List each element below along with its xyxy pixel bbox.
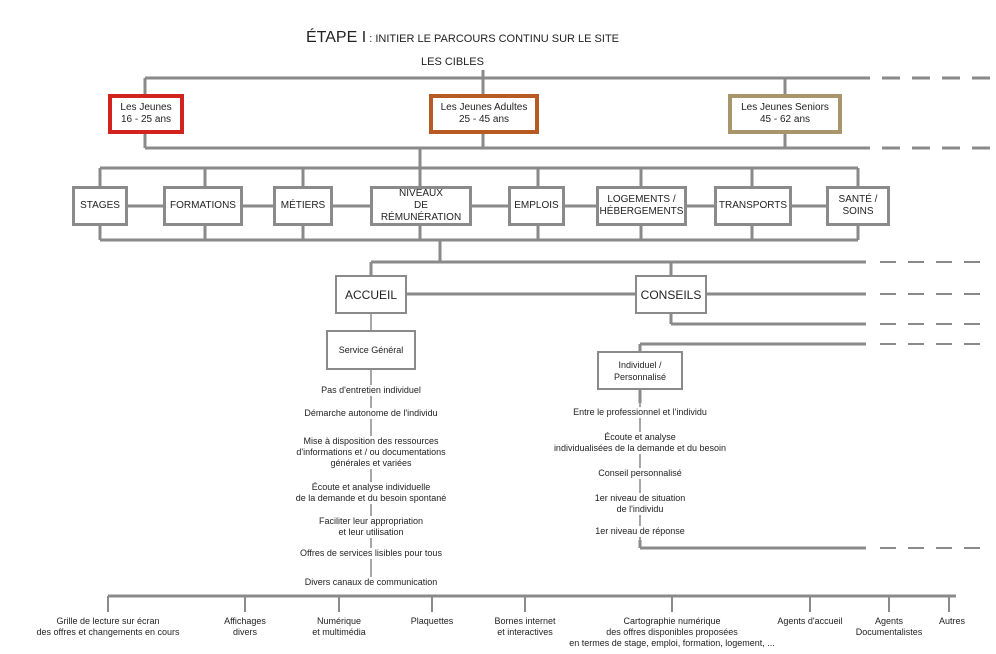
category-transports: TRANSPORTS	[714, 186, 792, 226]
cibles-label: LES CIBLES	[421, 56, 484, 68]
channel-item: Cartographie numérique des offres dispon…	[569, 616, 775, 649]
page-title: ÉTAPE I : INITIER LE PARCOURS CONTINU SU…	[306, 29, 620, 46]
category-logements: LOGEMENTS / HÉBERGEMENTS	[596, 186, 687, 226]
category-stages: STAGES	[72, 186, 128, 226]
accueil-item: Divers canaux de communication	[304, 577, 438, 588]
category-emplois: EMPLOIS	[508, 186, 565, 226]
channel-item: Affichages divers	[224, 616, 266, 638]
category-sante: SANTÉ / SOINS	[826, 186, 890, 226]
category-niveaux-remuneration: NIVEAUX DE RÉMUNÉRATION	[370, 186, 472, 226]
accueil-box: ACCUEIL	[335, 275, 407, 314]
channel-item: Autres	[938, 616, 966, 627]
accueil-item: Écoute et analyse individuelle de la dem…	[295, 482, 447, 504]
accueil-item: Faciliter leur appropriation et leur uti…	[318, 516, 424, 538]
conseils-item: Entre le professionnel et l'individu	[573, 407, 707, 418]
conseils-item: 1er niveau de situation de l'individu	[594, 493, 686, 515]
channel-item: Agents d'accueil	[777, 616, 843, 627]
channel-item: Bornes internet et interactives	[494, 616, 556, 638]
accueil-item: Offres de services lisibles pour tous	[300, 548, 442, 559]
conseils-box: CONSEILS	[635, 275, 707, 314]
service-general-box: Service Général	[326, 330, 416, 370]
conseils-item: Écoute et analyse individualisées de la …	[553, 432, 727, 454]
category-formations: FORMATIONS	[163, 186, 243, 226]
accueil-item: Mise à disposition des ressources d'info…	[296, 436, 446, 469]
title-rest: : INITIER LE PARCOURS CONTINU SUR LE SIT…	[366, 33, 620, 45]
conseils-item: 1er niveau de réponse	[595, 526, 685, 537]
channel-item: Plaquettes	[410, 616, 454, 627]
accueil-item: Pas d'entretien individuel	[321, 385, 421, 396]
accueil-item: Démarche autonome de l'individu	[304, 408, 438, 419]
channel-item: Grille de lecture sur écran des offres e…	[36, 616, 180, 638]
individuel-box: Individuel / Personnalisé	[597, 351, 683, 390]
channel-item: Agents Documentalistes	[855, 616, 923, 638]
conseils-item: Conseil personnalisé	[598, 468, 682, 479]
channel-item: Numérique et multimédia	[312, 616, 366, 638]
category-metiers: MÉTIERS	[273, 186, 333, 226]
title-prefix: ÉTAPE I	[306, 29, 367, 46]
